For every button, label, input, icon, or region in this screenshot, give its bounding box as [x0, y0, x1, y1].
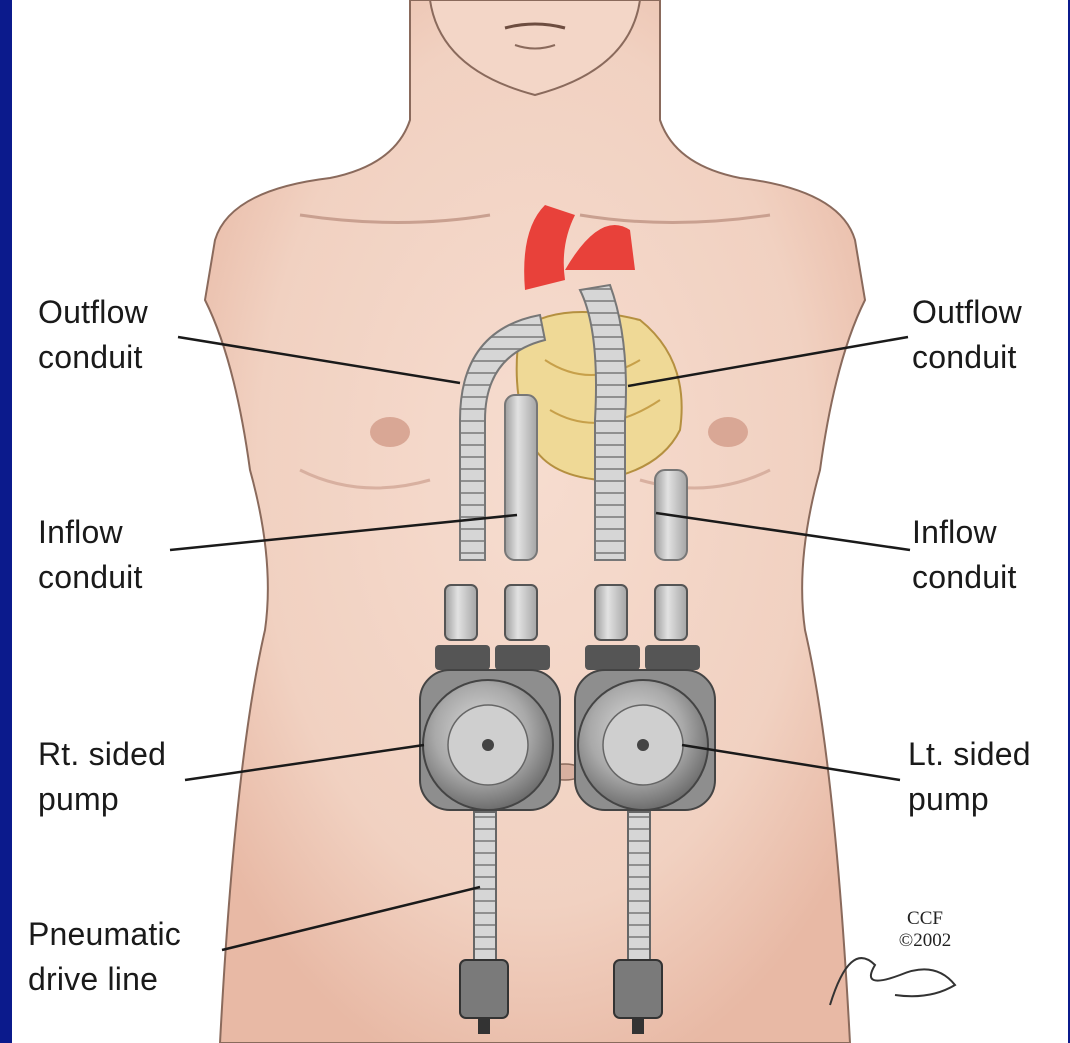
credit-org: CCF — [880, 908, 970, 930]
label-rt-sided-pump: Rt. sided pump — [38, 732, 166, 822]
label-lt-sided-pump: Lt. sided pump — [908, 732, 1031, 822]
lt-sided-pump-device — [575, 670, 715, 810]
drive-line-left — [628, 812, 650, 962]
label-line: Rt. sided — [38, 732, 166, 777]
label-line: pump — [38, 777, 166, 822]
label-pneumatic-drive-line: Pneumatic drive line — [28, 912, 181, 1002]
inflow-conduit-right-side — [505, 395, 537, 560]
label-line: Inflow — [38, 510, 143, 555]
label-line: conduit — [912, 335, 1022, 380]
label-line: Outflow — [38, 290, 148, 335]
label-line: Lt. sided — [908, 732, 1031, 777]
right-nipple — [370, 417, 410, 447]
label-line: conduit — [38, 335, 148, 380]
rt-sided-pump-device — [420, 670, 560, 810]
label-outflow-conduit-right: Outflow conduit — [912, 290, 1022, 380]
label-line: Outflow — [912, 290, 1022, 335]
label-inflow-conduit-right: Inflow conduit — [912, 510, 1017, 600]
label-line: Pneumatic — [28, 912, 181, 957]
credit-year: ©2002 — [880, 930, 970, 952]
label-line: Inflow — [912, 510, 1017, 555]
label-inflow-conduit-left: Inflow conduit — [38, 510, 143, 600]
label-line: conduit — [912, 555, 1017, 600]
label-outflow-conduit-left: Outflow conduit — [38, 290, 148, 380]
label-line: drive line — [28, 957, 181, 1002]
left-nipple — [708, 417, 748, 447]
label-line: conduit — [38, 555, 143, 600]
copyright-credit: CCF ©2002 — [880, 908, 970, 952]
label-line: pump — [908, 777, 1031, 822]
